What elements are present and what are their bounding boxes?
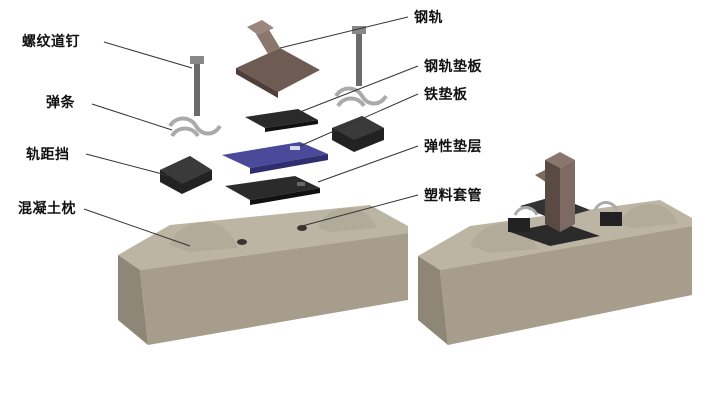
label-spike: 螺纹道钉 <box>22 34 80 50</box>
leader-rail <box>279 16 409 49</box>
spike-right <box>352 26 366 86</box>
leader-sleeper <box>83 208 191 247</box>
clip-right <box>334 86 388 108</box>
rail-pad-part <box>245 109 318 132</box>
clip-left <box>168 116 222 138</box>
leader-gauge-block <box>85 153 171 177</box>
gauge-block-left <box>160 156 212 194</box>
label-clip: 弹条 <box>46 95 75 111</box>
spike-left <box>190 56 204 116</box>
label-rail-pad: 钢轨垫板 <box>424 59 482 75</box>
label-rail: 钢轨 <box>414 10 443 26</box>
iron-pad-part <box>222 142 328 174</box>
leader-elastic-layer <box>317 145 419 183</box>
leader-plastic-sleeve <box>301 194 419 227</box>
label-plastic-sleeve: 塑料套管 <box>424 188 482 204</box>
assembled-fastening <box>508 152 622 246</box>
leader-clip <box>91 103 173 131</box>
elastic-layer-part <box>225 176 320 205</box>
label-iron-pad: 铁垫板 <box>424 87 468 103</box>
label-gauge-block: 轨距挡 <box>26 147 70 163</box>
leader-spike <box>103 41 193 69</box>
leader-lines <box>83 16 419 247</box>
leader-iron-pad <box>299 93 419 147</box>
label-elastic-layer: 弹性垫层 <box>424 139 482 155</box>
left-sleeper <box>118 205 408 345</box>
rail-part <box>236 20 320 98</box>
gauge-block-right <box>332 116 384 152</box>
label-sleeper: 混凝土枕 <box>18 201 76 217</box>
leader-rail-pad <box>299 65 419 113</box>
